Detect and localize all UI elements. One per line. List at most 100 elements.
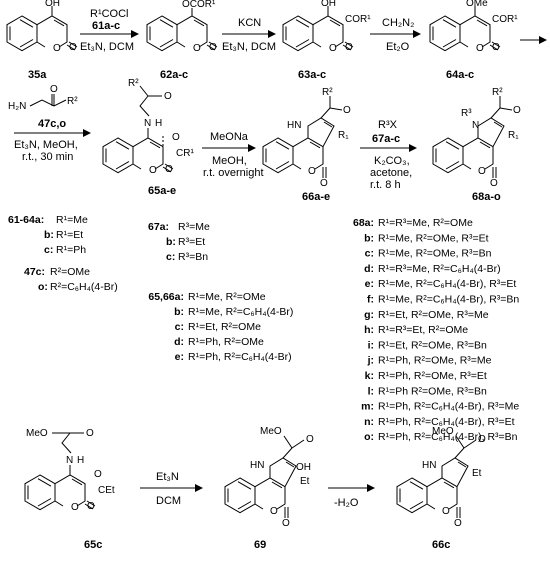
atom-o: O [50, 84, 58, 95]
legend-entry-label: n: [364, 416, 374, 428]
atom-hn: HN [250, 460, 264, 471]
atom-coet: CEt [98, 485, 115, 496]
structure-62 [146, 15, 218, 52]
svg-text:R¹=Ph: R¹=Ph [56, 244, 86, 256]
svg-text:61-64a:: 61-64a: [8, 214, 44, 226]
reagent-label: R³X [378, 119, 398, 131]
atom-h: H [155, 118, 162, 129]
legend-entry-text: R¹=Ph, R²=C₆H₄(4-Br), R³=Me [378, 401, 519, 413]
legend-entry-text: R¹=Ph, R²=C₆H₄(4-Br), R³=Bn [378, 431, 518, 443]
atom-o: O [165, 164, 173, 175]
atom-ocor1: OCOR¹ [182, 0, 216, 10]
legend-entry-text: R¹=Ph, R²=C₆H₄(4-Br) [188, 351, 292, 363]
svg-text:R²=OMe: R²=OMe [50, 266, 90, 278]
structure-35a [6, 15, 78, 52]
atom-o: O [172, 132, 180, 143]
svg-text:o:: o: [38, 281, 48, 293]
atom-h2n: H₂N [8, 101, 26, 112]
svg-text:R³=Et: R³=Et [178, 236, 205, 248]
legend-entry-label: e: [365, 278, 374, 290]
atom-o: O [193, 43, 201, 54]
reagent-label: MeOH, [212, 155, 247, 167]
atom-cor1: COR¹ [345, 14, 371, 25]
atom-o: O [308, 166, 316, 177]
atom-r1: R₁ [338, 130, 349, 141]
atom-et: Et [300, 476, 310, 487]
atom-o: O [270, 506, 278, 517]
svg-text:c:: c: [44, 244, 53, 256]
reagent-label: Et₃N, DCM [222, 41, 276, 53]
atom-oh: OH [296, 462, 311, 473]
legend-entry-label: m: [361, 401, 374, 413]
legend-entry-label: c: [175, 321, 184, 333]
atom-o: O [442, 506, 450, 517]
reagent-label: Et₃N [156, 471, 179, 483]
reagent-label: MeONa [210, 131, 249, 143]
atom-r2: R² [128, 78, 139, 89]
legend-entry-text: R¹=Et, R²=OMe, R³=Me [378, 309, 489, 321]
atom-oh: OH [45, 0, 60, 9]
atom-o: O [149, 165, 157, 176]
atom-o: O [492, 42, 500, 53]
svg-text:47c:: 47c: [24, 266, 45, 278]
compound-label-35a: 35a [28, 69, 47, 81]
legend-entry-text: R¹=Me, R²=OMe, R³=Et [378, 232, 489, 244]
legend-entry-label: o: [364, 431, 374, 443]
atom-o: O [69, 42, 77, 53]
legend-entry-text: R¹=Et, R²=OMe [188, 321, 261, 333]
legend-entry-text: R¹=R³=Me, R²=C₆H₄(4-Br) [378, 263, 501, 275]
atom-o: O [478, 434, 486, 445]
atom-o: O [164, 91, 172, 102]
atom-o: O [320, 178, 328, 189]
reagent-label: 47c,o [38, 118, 66, 130]
atom-o: O [478, 166, 486, 177]
legend-entry-label: i: [368, 339, 374, 351]
atom-cor1: COR¹ [492, 14, 518, 25]
compound-label-63: 63a-c [298, 69, 326, 81]
legend-entry-text: R¹=Me, R²=OMe [188, 291, 266, 303]
structure-65 [102, 137, 174, 174]
legend-entry-label: j: [367, 355, 374, 367]
legend-entry-text: R¹=Ph, R²=C₆H₄(4-Br), R³=Et [378, 416, 515, 428]
legend-entry-text: R¹=Me, R²=C₆H₄(4-Br) [188, 306, 293, 318]
svg-text:R³=Me: R³=Me [178, 221, 210, 233]
atom-o: O [282, 518, 290, 529]
atom-o: O [513, 105, 521, 116]
atom-r2: R² [492, 87, 503, 98]
legend-67: 67a: R³=Me b: R³=Et c: R³=Bn [148, 221, 210, 263]
legend-entry-label: d: [174, 336, 184, 348]
legend-entry-text: R¹=Ph, R²=OMe, R³=Et [378, 370, 487, 382]
legend-61-64: 61-64a: R¹=Me b: R¹=Et c: R¹=Ph 47c: R²=… [8, 214, 118, 293]
legend-entry-label: d: [364, 263, 374, 275]
atom-o: O [94, 469, 102, 480]
legend-entry-label: f: [367, 294, 374, 306]
reagent-label: K₂CO₃, [374, 155, 410, 167]
atom-o: O [87, 501, 95, 512]
atom-o: O [476, 43, 484, 54]
atom-o: O [53, 43, 61, 54]
legend-entry-text: R¹=Ph, R²=OMe [188, 336, 264, 348]
legend-entry-label: 65,66a: [148, 291, 184, 303]
atom-o: O [209, 42, 217, 53]
reagent-label: KCN [238, 17, 261, 29]
atom-o: O [329, 43, 337, 54]
svg-text:b:: b: [44, 229, 54, 241]
svg-text:c:: c: [166, 251, 175, 263]
atom-r2: R² [67, 96, 78, 107]
compound-label-66c: 66c [432, 539, 450, 551]
structure-64 [429, 15, 501, 52]
atom-meo: MeO [432, 426, 454, 437]
compound-label-68: 68a-o [472, 191, 501, 203]
atom-meo: MeO [26, 428, 48, 439]
reagent-label: Et₃N, MeOH, [14, 139, 78, 151]
atom-o: O [345, 42, 353, 53]
reagent-label: DCM [156, 495, 181, 507]
legend-entry-text: R¹=Ph, R²=OMe, R³=Me [378, 355, 492, 367]
reagent-label: -H₂O [334, 497, 359, 509]
structure-63 [282, 15, 354, 52]
compound-label-65c: 65c [84, 539, 102, 551]
atom-n: N [472, 120, 479, 131]
atom-cr1: CR¹ [176, 148, 194, 159]
legend-entry-text: R¹=Me, R²=C₆H₄(4-Br), R³=Et [378, 278, 516, 290]
